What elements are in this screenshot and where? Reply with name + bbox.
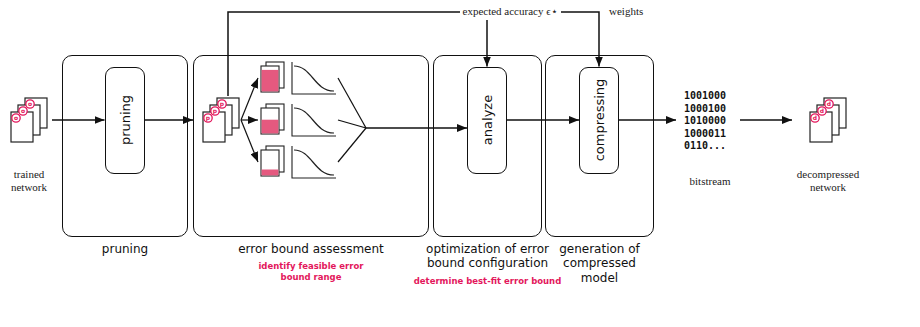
layer-page	[11, 112, 33, 142]
dot-letter: o	[26, 100, 34, 108]
dot-letter: o	[19, 107, 27, 115]
weight-dot	[19, 107, 27, 115]
weight-dot	[204, 114, 212, 122]
figure-caption: bitstream	[680, 175, 740, 188]
flow-arrow	[619, 119, 676, 121]
input-arrow	[486, 20, 488, 67]
flow-arrow	[507, 119, 579, 121]
weight-dot	[218, 100, 226, 108]
flow-arrow	[740, 119, 792, 121]
accuracy-curve	[294, 66, 334, 91]
flow-arrow	[145, 119, 194, 121]
stage-panel: compressinggeneration of compressed mode…	[545, 55, 654, 237]
layer-page	[810, 112, 832, 142]
figure-caption: decompressed network	[792, 168, 864, 193]
layer-assessment-icon	[261, 104, 336, 136]
stage-panel: analyzeoptimization of error bound confi…	[433, 55, 542, 237]
layer-page	[261, 150, 279, 176]
process-label: analyze	[480, 95, 495, 145]
weight-dot	[26, 100, 34, 108]
caption-block: optimization of error bound configuratio…	[394, 242, 581, 286]
merge-line	[338, 78, 366, 128]
dot-letter: p	[204, 114, 212, 122]
stage-panel: error bound assessmentidentify feasible …	[193, 55, 429, 237]
dot-letter: p	[211, 107, 219, 115]
process-label: pruning	[117, 95, 132, 145]
flow-arrow	[52, 119, 105, 121]
network-figure: decompressed network	[792, 98, 864, 193]
error-fill	[262, 120, 279, 134]
network-stack-icon	[11, 98, 47, 142]
caption-block: generation of compressed model	[506, 242, 693, 285]
process-box: pruning	[105, 67, 145, 174]
weight-dot	[211, 107, 219, 115]
fan-line	[241, 120, 258, 162]
accuracy-curve	[294, 150, 334, 175]
process-label: compressing	[592, 79, 607, 162]
plot-axes	[292, 104, 336, 136]
dot-letter: d	[811, 114, 819, 122]
process-box: compressing	[579, 67, 619, 174]
dot-letter: d	[818, 107, 826, 115]
stage-panel: pruningpruning	[62, 55, 188, 237]
layer-page	[261, 108, 279, 134]
process-box: analyze	[467, 67, 507, 174]
stage-title: error bound assessment	[154, 242, 468, 256]
stage-title: generation of compressed model	[548, 242, 652, 285]
stage-goal: identify feasible error bound range	[255, 261, 367, 282]
network-stack-icon	[203, 98, 239, 142]
layer-assessment-icon	[261, 146, 336, 178]
stage-title: pruning	[23, 242, 227, 256]
figure-caption: trained network	[6, 168, 52, 193]
fan-line	[241, 119, 258, 120]
stage-title: optimization of error bound configuratio…	[425, 242, 551, 271]
stage-goal: determine best-fit error bound	[394, 276, 581, 287]
layer-assessment-icon	[261, 62, 336, 94]
bit-text: 1001000 1000100 1010000 1000011 0110...	[680, 90, 730, 153]
error-fill	[262, 170, 279, 176]
caption-block: pruning	[23, 242, 227, 256]
dot-letter: p	[218, 100, 226, 108]
dot-letter: o	[12, 114, 20, 122]
weight-dot	[12, 114, 20, 122]
layer-page	[261, 66, 279, 92]
merge-line	[338, 120, 366, 128]
error-fill	[262, 70, 279, 92]
flow-arrow	[366, 127, 467, 129]
weight-dot	[818, 107, 826, 115]
accuracy-curve	[294, 108, 334, 133]
network-figure: trained network	[6, 98, 52, 193]
plot-axes	[292, 146, 336, 178]
fan-line	[241, 78, 258, 120]
edge-label: weights	[606, 4, 646, 18]
layer-page	[203, 112, 225, 142]
input-label: expected accuracy ϵ⋆	[460, 4, 561, 18]
network-stack-icon	[810, 98, 846, 142]
plot-axes	[292, 62, 336, 94]
bitstream-block: 1001000 1000100 1010000 1000011 0110... b…	[676, 90, 740, 187]
merge-line	[338, 128, 366, 162]
flow-arrow	[228, 12, 599, 96]
weight-dot	[825, 100, 833, 108]
dot-letter: d	[825, 100, 833, 108]
weight-dot	[811, 114, 819, 122]
